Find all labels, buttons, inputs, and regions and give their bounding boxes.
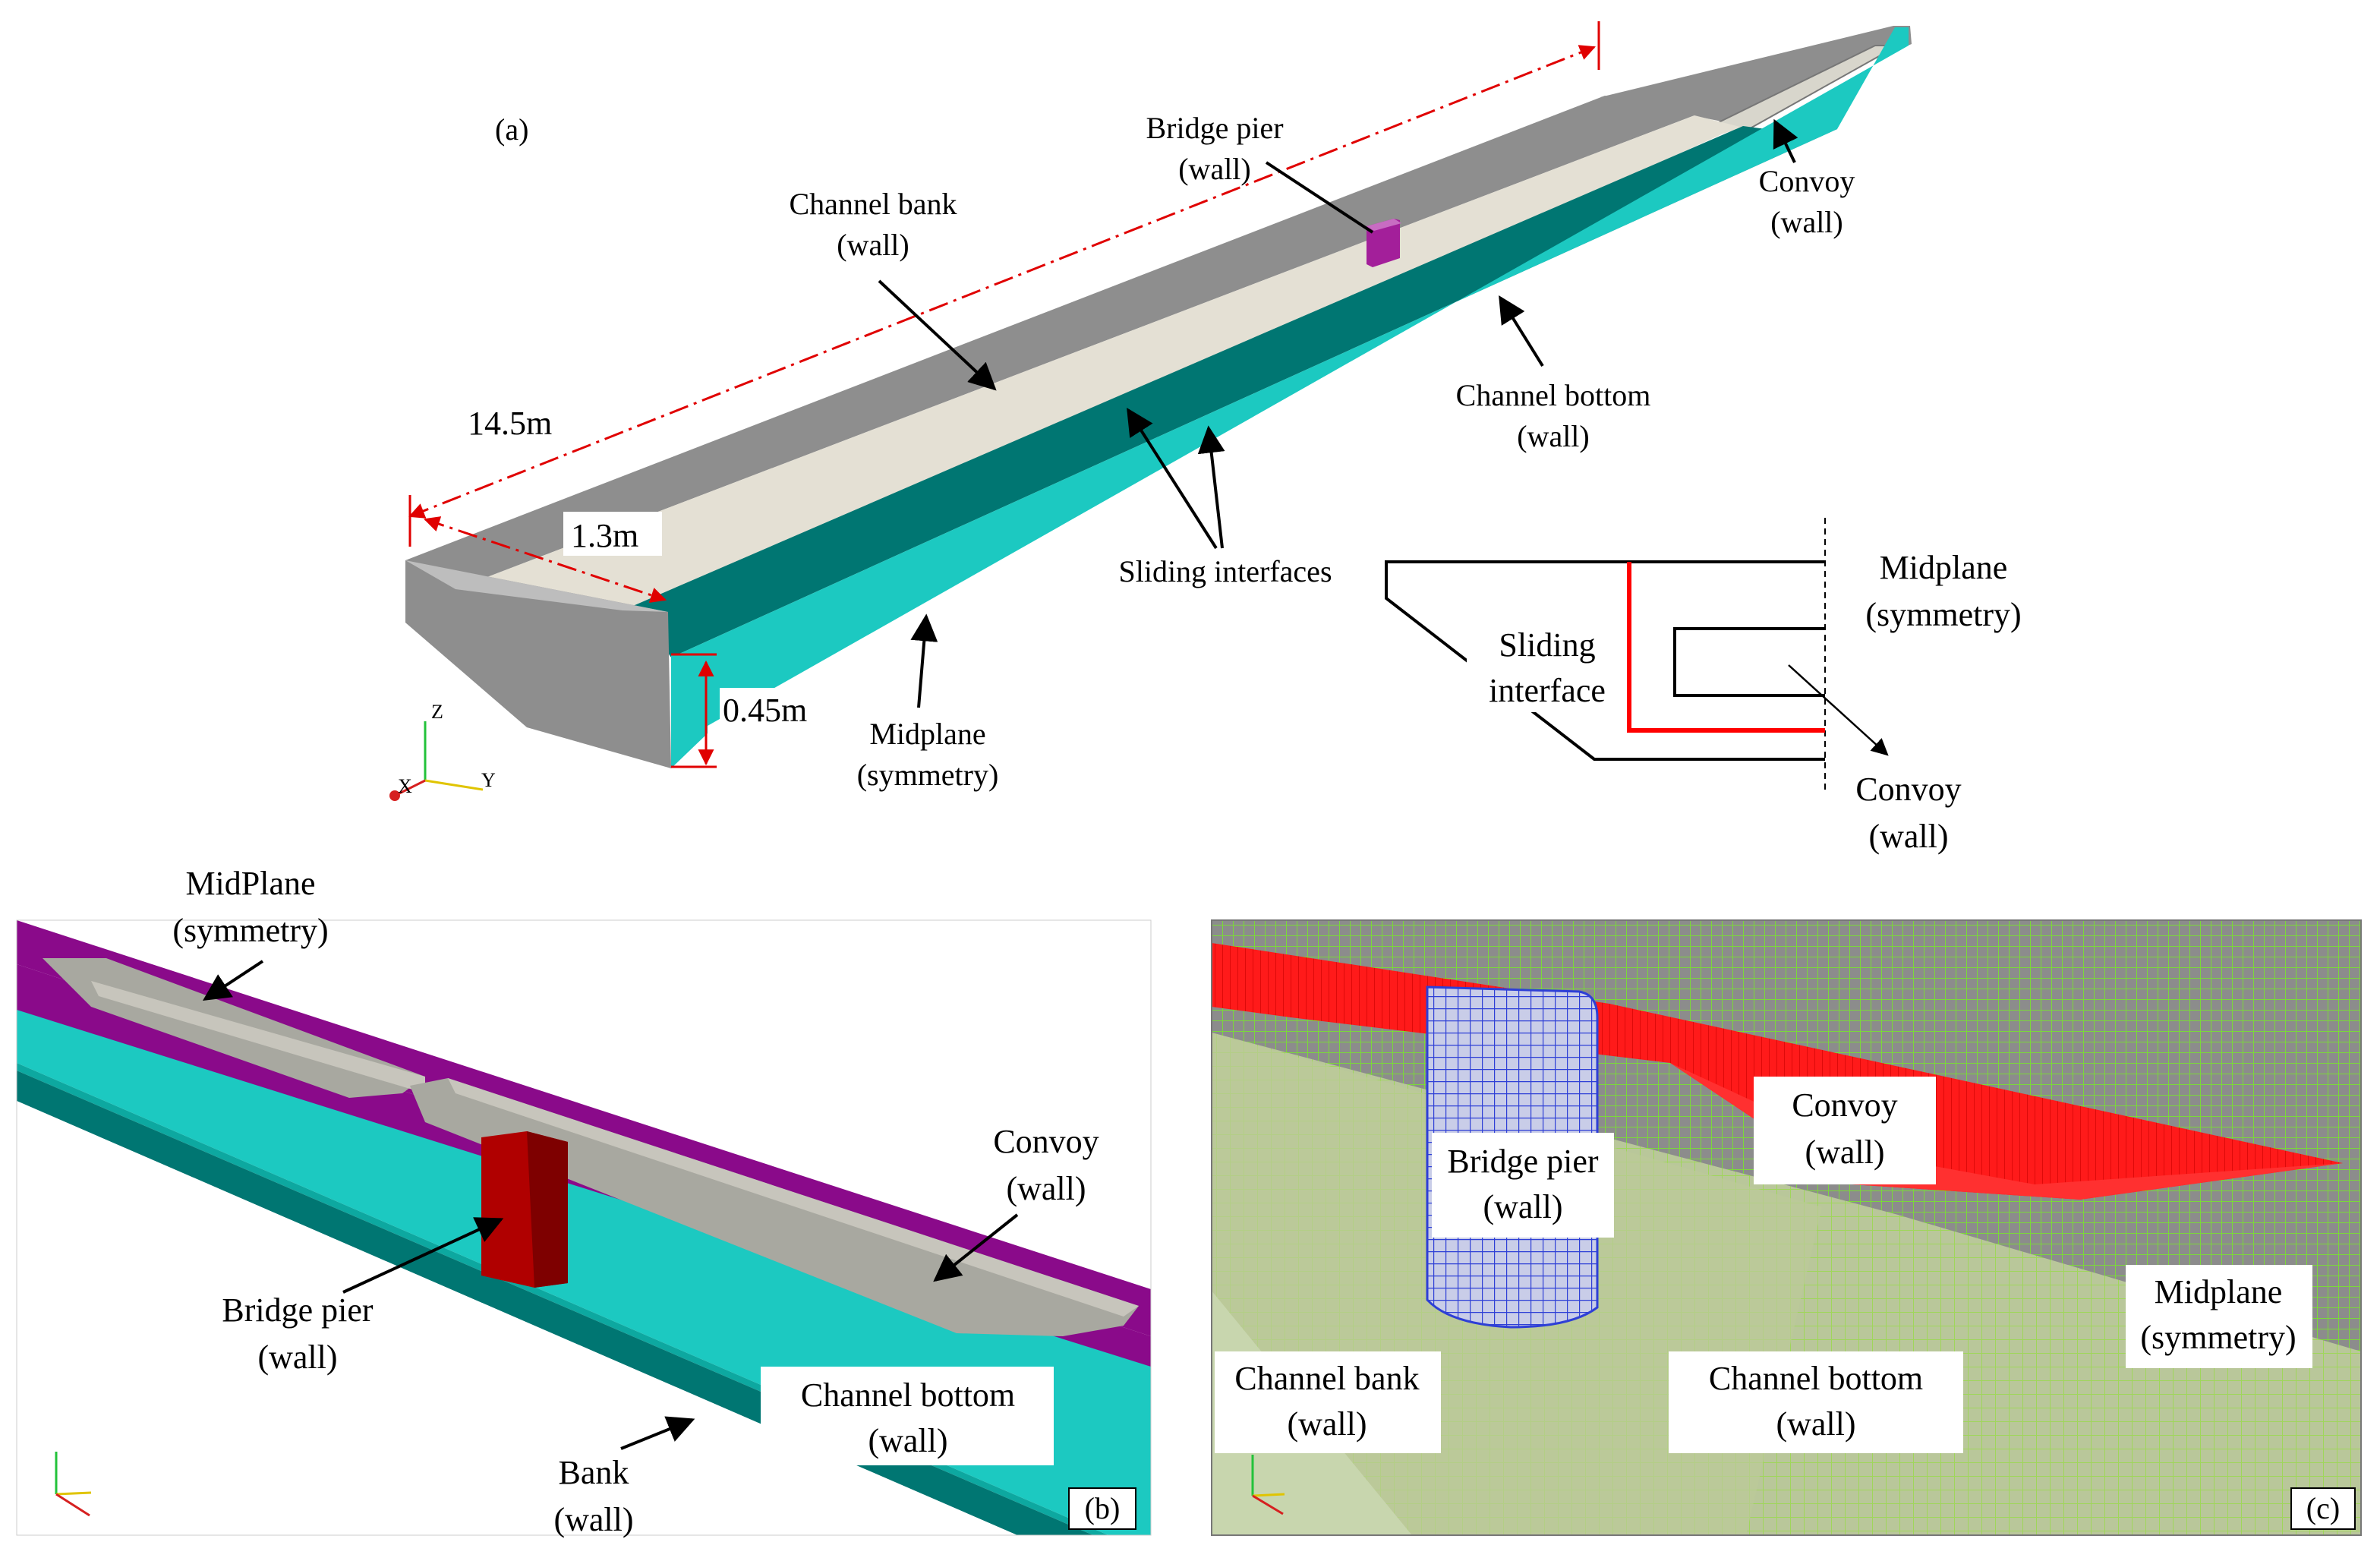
label-bridge-pier-c-sub: (wall) <box>1483 1188 1562 1225</box>
axis-triad-a: Z X Y <box>389 701 496 801</box>
dim-width-label: 1.3m <box>571 517 638 554</box>
panel-c-tag: (c) <box>2306 1491 2340 1525</box>
label-channel-bank-a: Channel bank <box>789 187 957 221</box>
panel-a: 14.5m 1.3m 0.45m (a) Bridge pier (wall) … <box>389 21 2022 855</box>
label-convoy-c-sub: (wall) <box>1805 1134 1884 1171</box>
axis-y-label-a: Y <box>481 769 496 791</box>
axis-triad-b <box>55 1452 92 1517</box>
inset-convoy-label: Convoy <box>1855 771 1961 808</box>
arrow-midplane-a <box>910 613 938 708</box>
label-bridge-pier-a: Bridge pier <box>1146 111 1283 145</box>
convoy-c-box <box>1754 1077 1936 1184</box>
arrow-convoy-a <box>1773 118 1798 163</box>
label-channel-bottom-a-sub: (wall) <box>1517 419 1590 453</box>
arrow-sliding-a-1 <box>1127 407 1218 550</box>
dim-width-box <box>563 512 662 556</box>
inset-sliding-label: Sliding <box>1499 626 1595 664</box>
label-midplane-a: Midplane <box>869 717 985 751</box>
dim-width-line <box>424 516 667 603</box>
dim-depth-label: 0.45m <box>723 692 807 729</box>
panel-a-tag: (a) <box>495 112 528 147</box>
label-convoy-a: Convoy <box>1759 164 1855 198</box>
inset-convoy-label-sub: (wall) <box>1868 818 1948 855</box>
label-convoy-b-sub: (wall) <box>1006 1170 1086 1207</box>
inset-cross-section: Sliding interface Midplane (symmetry) Co… <box>1385 518 2022 855</box>
label-midplane-c-sub: (symmetry) <box>2140 1319 2296 1356</box>
dim-length-label: 14.5m <box>468 405 552 442</box>
bridge-pier-b-side <box>527 1131 568 1288</box>
label-channel-bottom-b: Channel bottom <box>801 1377 1015 1414</box>
label-midplane-b: MidPlane <box>185 865 315 902</box>
label-convoy-c: Convoy <box>1792 1086 1897 1124</box>
arrow-bridge-pier-b <box>342 1217 504 1294</box>
label-convoy-a-sub: (wall) <box>1770 205 1843 239</box>
arrow-midplane-b <box>202 960 264 1001</box>
panel-c: Convoy (wall) Bridge pier (wall) Midplan… <box>1211 919 2362 1536</box>
arrow-bank-b <box>620 1416 695 1450</box>
label-channel-bottom-a: Channel bottom <box>1456 378 1651 412</box>
channel-bank-c-box <box>1215 1351 1441 1453</box>
label-bank-b-sub: (wall) <box>553 1501 633 1538</box>
arrow-convoy-b <box>933 1213 1019 1282</box>
inset-convoy-outline <box>1673 627 1825 697</box>
bridge-pier-c-box <box>1432 1133 1614 1238</box>
label-channel-bank-a-sub: (wall) <box>837 228 909 262</box>
arrow-channel-bank-a <box>878 279 997 391</box>
panel-c-tag-box <box>2290 1487 2356 1530</box>
label-midplane-a-sub: (symmetry) <box>857 758 999 792</box>
label-bank-b: Bank <box>559 1454 629 1491</box>
arrow-channel-bottom-a <box>1499 295 1544 367</box>
axis-x-label-a: X <box>398 775 412 797</box>
arrow-bridge-pier-a <box>1265 161 1374 234</box>
label-channel-bottom-b-sub: (wall) <box>868 1422 947 1459</box>
inset-sliding-box <box>1467 620 1626 712</box>
axis-triad-c <box>1251 1455 1285 1515</box>
label-bridge-pier-b-sub: (wall) <box>257 1339 337 1376</box>
channel-end-face <box>405 560 671 768</box>
label-bridge-pier-b: Bridge pier <box>222 1291 374 1329</box>
label-convoy-b: Convoy <box>993 1123 1099 1160</box>
inset-channel-outline <box>1385 560 1825 761</box>
label-channel-bottom-c: Channel bottom <box>1709 1360 1923 1397</box>
label-channel-bank-c: Channel bank <box>1234 1360 1419 1397</box>
panel-b-tag-box <box>1068 1487 1136 1530</box>
channel-end-face-side <box>671 653 708 768</box>
midplane-c-box <box>2126 1265 2312 1368</box>
channel-bottom-c-box <box>1669 1351 1963 1453</box>
label-channel-bottom-c-sub: (wall) <box>1776 1405 1855 1443</box>
inset-sliding-interface <box>1627 562 1825 733</box>
inset-midplane-label: Midplane <box>1880 549 2008 586</box>
arrow-sliding-a-2 <box>1197 425 1225 549</box>
label-bridge-pier-a-sub: (wall) <box>1178 152 1251 186</box>
dim-depth-box <box>720 688 826 732</box>
axis-z-label-a: Z <box>431 701 443 723</box>
label-sliding-interfaces-a: Sliding interfaces <box>1118 554 1332 588</box>
label-midplane-c: Midplane <box>2155 1273 2283 1310</box>
inset-arrow-convoy <box>1788 664 1889 756</box>
panel-b: MidPlane (symmetry) Convoy (wall) Bridge… <box>16 865 1152 1538</box>
label-bridge-pier-c: Bridge pier <box>1447 1143 1599 1180</box>
convoy-barge-2-b <box>91 981 425 1093</box>
label-channel-bank-c-sub: (wall) <box>1287 1405 1367 1443</box>
channel-far-end <box>1600 26 1912 121</box>
channel-bottom-b-box <box>761 1367 1054 1465</box>
inset-sliding-label-sub: interface <box>1489 672 1606 709</box>
panel-b-tag: (b) <box>1085 1491 1121 1525</box>
label-midplane-b-sub: (symmetry) <box>172 912 328 949</box>
inset-midplane-label-sub: (symmetry) <box>1865 596 2021 633</box>
dim-length-line <box>408 45 1596 519</box>
